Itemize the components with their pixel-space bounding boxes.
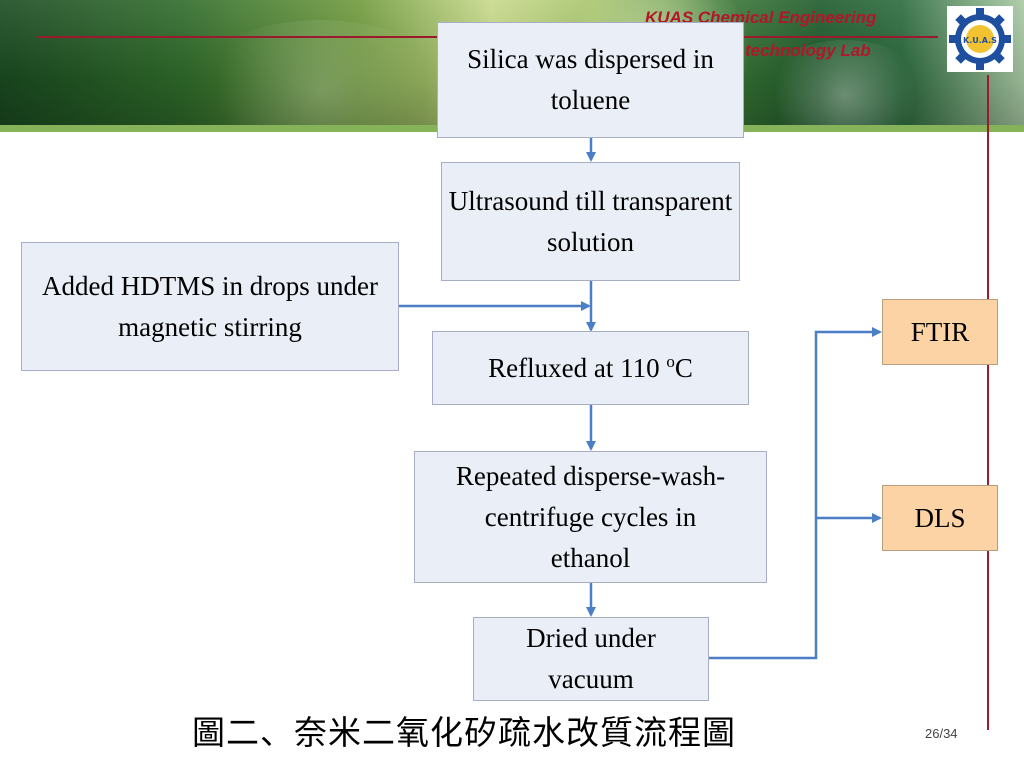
step-reflux-unit: C — [674, 352, 693, 383]
analysis-ftir-label: FTIR — [910, 316, 970, 347]
right-red-rule — [987, 75, 989, 730]
step-disperse-silica: Silica was dispersed in toluene — [437, 22, 744, 138]
analysis-ftir: FTIR — [882, 299, 998, 365]
step-disperse-silica-label: Silica was dispersed in toluene — [467, 44, 714, 115]
step-ultrasound: Ultrasound till transparent solution — [441, 162, 740, 281]
step-dry-vacuum: Dried under vacuum — [473, 617, 709, 701]
step-wash-cycles-label: Repeated disperse-wash-centrifuge cycles… — [455, 460, 726, 573]
lab-name-line2: technology Lab — [745, 41, 871, 60]
university-seal-logo: K.U.A.S — [947, 6, 1013, 72]
step-wash-cycles: Repeated disperse-wash-centrifuge cycles… — [414, 451, 767, 583]
banner-highlight — [190, 20, 450, 132]
logo-text: K.U.A.S — [963, 36, 997, 45]
banner-highlight — [760, 40, 930, 132]
step-reflux-text: Refluxed at 110 — [488, 352, 667, 383]
step-dry-vacuum-label: Dried under vacuum — [526, 623, 656, 694]
step-ultrasound-label: Ultrasound till transparent solution — [448, 185, 733, 257]
degree-superscript: o — [666, 351, 675, 371]
analysis-dls: DLS — [882, 485, 998, 551]
page-number: 26/34 — [925, 726, 958, 741]
arrow-to-ftir — [709, 327, 882, 660]
side-input-hdtms: Added HDTMS in drops under magnetic stir… — [21, 242, 399, 371]
side-input-hdtms-label: Added HDTMS in drops under magnetic stir… — [42, 270, 378, 342]
step-reflux-label: Refluxed at 110 oC — [488, 348, 693, 389]
step-reflux: Refluxed at 110 oC — [432, 331, 749, 405]
analysis-dls-label: DLS — [914, 502, 966, 533]
figure-caption: 圖二、奈米二氧化矽疏水改質流程圖 — [192, 716, 736, 752]
